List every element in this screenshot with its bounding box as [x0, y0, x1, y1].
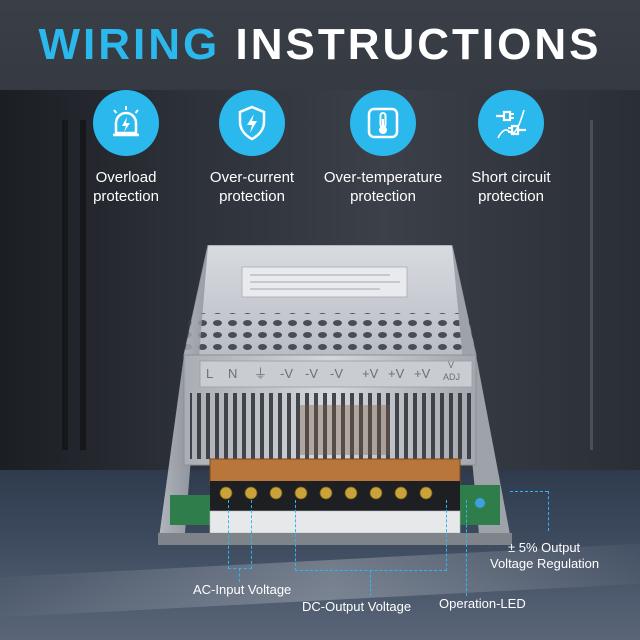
terminal-ground: ⏚ [254, 366, 268, 381]
terminal-pos-3: +V [414, 366, 431, 381]
terminal-l: L [206, 366, 214, 381]
page-title: WIRING INSTRUCTIONS [0, 20, 640, 70]
wall-stripe [590, 120, 593, 450]
title-accent: WIRING [38, 20, 221, 69]
regulation-leader-h [510, 491, 548, 492]
terminal-neg-2: -V [305, 366, 318, 381]
dc-output-leader [370, 570, 371, 596]
feature-over-current: Over-current protection [177, 90, 327, 206]
feature-over-temperature: Over-temperature protection [308, 90, 458, 206]
regulation-callout: ± 5% Output Voltage Regulation [490, 540, 600, 571]
terminal-pos-1: +V [362, 366, 379, 381]
led-leader [466, 500, 467, 596]
regulation-leader-v [548, 491, 549, 531]
led-callout: Operation-LED [439, 596, 526, 611]
shield-lightning-icon [219, 90, 285, 156]
wall-stripe [80, 120, 86, 450]
ac-input-leader [239, 568, 240, 582]
power-supply-drawing [158, 244, 512, 545]
feature-label: Overload protection [93, 169, 159, 205]
terminal-neg-3: -V [330, 366, 343, 381]
feature-label: Over-current protection [209, 169, 295, 205]
wall-stripe [62, 120, 68, 450]
alarm-lightning-icon [93, 90, 159, 156]
ac-input-callout: AC-Input Voltage [193, 582, 292, 597]
terminal-neg-1: -V [280, 366, 293, 381]
terminal-n: N [228, 366, 238, 381]
feature-label: Short circuit protection [471, 169, 551, 205]
feature-short-circuit: Short circuit protection [436, 90, 586, 206]
terminal-pos-2: +V [388, 366, 405, 381]
terminal-adj: ADJ [443, 372, 461, 382]
dc-output-bracket [295, 500, 447, 571]
terminal-adj-v: V [448, 360, 455, 370]
title-main: INSTRUCTIONS [235, 20, 602, 69]
ac-input-bracket [228, 500, 252, 569]
power-supply-unit: L N ⏚ -V -V -V +V +V +V V ADJ [150, 244, 520, 545]
dc-output-callout: DC-Output Voltage [302, 599, 412, 614]
feature-overload: Overload protection [51, 90, 201, 206]
thermometer-icon [350, 90, 416, 156]
plug-short-circuit-icon [478, 90, 544, 156]
feature-label: Over-temperature protection [323, 169, 443, 205]
